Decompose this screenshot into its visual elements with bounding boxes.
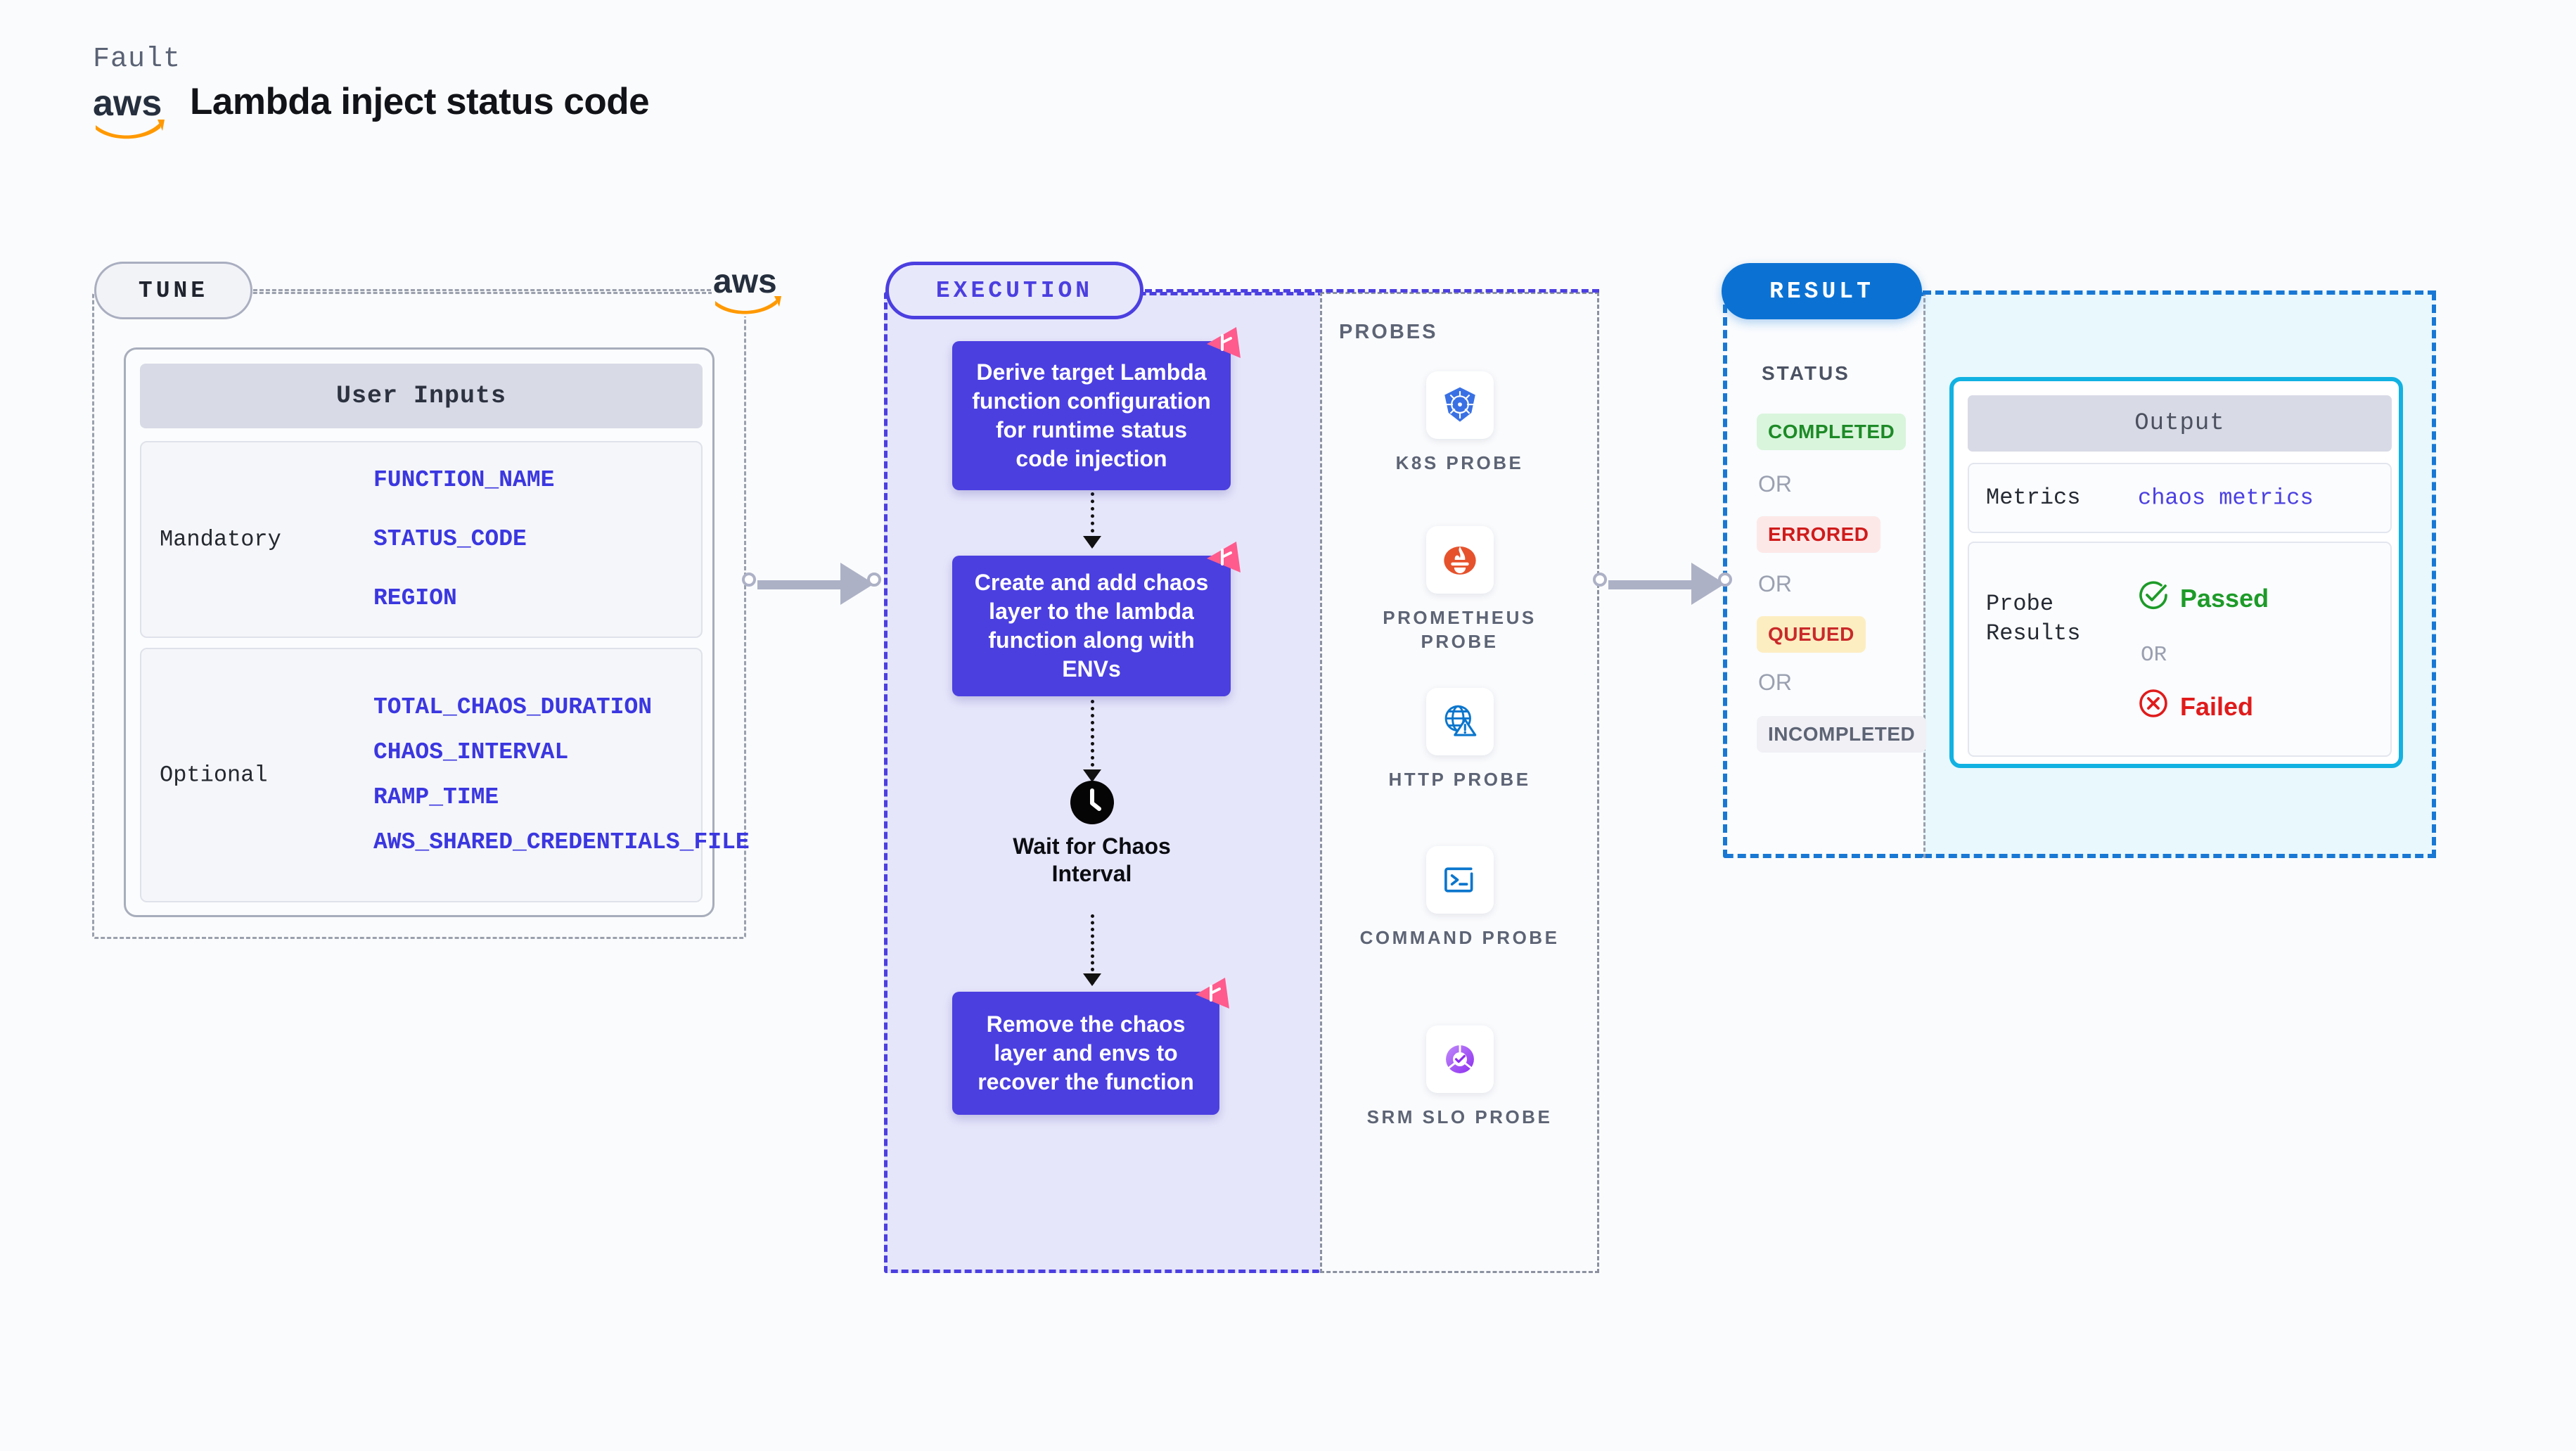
status-or-label: OR — [1758, 571, 1792, 596]
probe-label: K8S PROBE — [1395, 452, 1524, 473]
input-var: STATUS_CODE — [373, 526, 527, 553]
x-circle-icon — [2138, 688, 2169, 725]
probe-result-or-label: OR — [2141, 643, 2167, 667]
page-header: Fault aws Lambda inject status code — [91, 44, 935, 163]
kubernetes-icon — [1425, 371, 1494, 439]
result-pill-label[interactable]: RESULT — [1722, 263, 1922, 319]
aws-logo-icon: aws — [712, 259, 786, 317]
output-title: Output — [1968, 395, 2392, 452]
user-inputs-card: User Inputs Mandatory FUNCTION_NAME STAT… — [124, 347, 750, 917]
execution-pill-label[interactable]: EXECUTION — [885, 262, 1143, 319]
clock-icon — [1070, 781, 1114, 824]
connector-execution-to-result — [1593, 563, 1741, 605]
probe-item[interactable]: K8S PROBE — [1344, 371, 1576, 475]
input-group-optional: Optional TOTAL_CHAOS_DURATION CHAOS_INTE… — [140, 648, 750, 902]
connector-dot — [742, 573, 756, 587]
tune-pill-label[interactable]: TUNE — [94, 262, 252, 319]
input-group-label: Optional — [160, 762, 268, 788]
input-var: CHAOS_INTERVAL — [373, 739, 569, 766]
status-badge: QUEUED — [1757, 616, 1866, 653]
flow-arrow — [1083, 700, 1101, 782]
flow-arrow — [1083, 914, 1101, 986]
check-circle-icon — [2138, 580, 2169, 617]
input-var: REGION — [373, 584, 457, 611]
input-var: FUNCTION_NAME — [373, 467, 555, 494]
wait-node-label: Wait for Chaos Interval — [1013, 833, 1171, 887]
result-divider — [1923, 292, 1925, 858]
input-group-label: Mandatory — [160, 526, 281, 553]
chaos-badge-icon — [1204, 540, 1243, 575]
status-badge: COMPLETED — [1757, 414, 1907, 450]
chaos-badge-icon — [1193, 976, 1232, 1011]
page-title: Lambda inject status code — [190, 81, 650, 122]
execution-dashed-connector — [1145, 289, 1599, 293]
chaos-badge-icon — [1204, 326, 1243, 361]
execution-step-1: Derive target Lambda function configurat… — [952, 327, 1241, 490]
probe-item[interactable]: SRM SLO PROBE — [1344, 1025, 1576, 1130]
status-badge: ERRORED — [1757, 516, 1880, 553]
execution-step-2: Create and add chaos layer to the lambda… — [952, 542, 1241, 696]
terminal-icon — [1425, 846, 1494, 914]
probes-panel: PROBES K8S PROBE PROMETHEUS PROBE — [1320, 292, 1599, 1273]
input-group-mandatory: Mandatory FUNCTION_NAME STATUS_CODE REGI… — [140, 441, 703, 638]
user-inputs-title: User Inputs — [140, 364, 703, 428]
probe-label: COMMAND PROBE — [1359, 927, 1560, 948]
probe-label: SRM SLO PROBE — [1366, 1106, 1553, 1127]
svg-text:aws: aws — [713, 263, 777, 300]
connector-dot — [1593, 573, 1607, 587]
result-dashed-connector — [1923, 290, 2436, 295]
status-title: STATUS — [1762, 362, 1850, 384]
tune-dashed-connector — [253, 289, 717, 291]
step-label: Remove the chaos layer and envs to recov… — [978, 1011, 1194, 1094]
input-var: RAMP_TIME — [373, 784, 499, 810]
probe-item[interactable]: PROMETHEUS PROBE — [1344, 526, 1576, 654]
flow-arrow — [1083, 492, 1101, 549]
input-var: TOTAL_CHAOS_DURATION — [373, 694, 653, 721]
svg-text:aws: aws — [93, 83, 162, 124]
status-or-label: OR — [1758, 670, 1792, 695]
probes-title: PROBES — [1339, 321, 1438, 343]
connector-dot — [867, 573, 881, 587]
fault-category-label: Fault — [93, 44, 181, 75]
prometheus-icon — [1425, 526, 1494, 594]
probe-item[interactable]: HTTP PROBE — [1344, 688, 1576, 792]
aws-logo-icon: aws — [91, 79, 169, 142]
passed-label: Passed — [2180, 583, 2269, 613]
status-badge: INCOMPLETED — [1757, 716, 1927, 753]
probe-result-failed: Failed — [2138, 688, 2253, 725]
srm-slo-icon — [1425, 1025, 1494, 1093]
result-status-panel — [1723, 292, 1923, 858]
execution-step-3: Remove the chaos layer and envs to recov… — [952, 978, 1229, 1115]
probe-label: PROMETHEUS PROBE — [1383, 607, 1537, 652]
step-label: Derive target Lambda function configurat… — [972, 359, 1211, 471]
step-label: Create and add chaos layer to the lambda… — [974, 570, 1209, 682]
output-metrics-row: Metrics chaos metrics — [1968, 463, 2392, 533]
connector-dot — [1718, 573, 1732, 587]
probe-label: HTTP PROBE — [1388, 769, 1531, 790]
connector-tune-to-execution — [742, 563, 890, 605]
wait-for-chaos-interval-node: Wait for Chaos Interval — [970, 781, 1213, 888]
input-var: AWS_SHARED_CREDENTIALS_FILE — [373, 829, 750, 855]
probe-item[interactable]: COMMAND PROBE — [1344, 846, 1576, 950]
http-globe-warning-icon — [1425, 688, 1494, 755]
probe-result-passed: Passed — [2138, 580, 2269, 617]
output-metrics-value: chaos metrics — [2138, 485, 2314, 511]
output-metrics-key: Metrics — [1986, 485, 2081, 511]
status-or-label: OR — [1758, 471, 1792, 497]
failed-label: Failed — [2180, 691, 2254, 721]
